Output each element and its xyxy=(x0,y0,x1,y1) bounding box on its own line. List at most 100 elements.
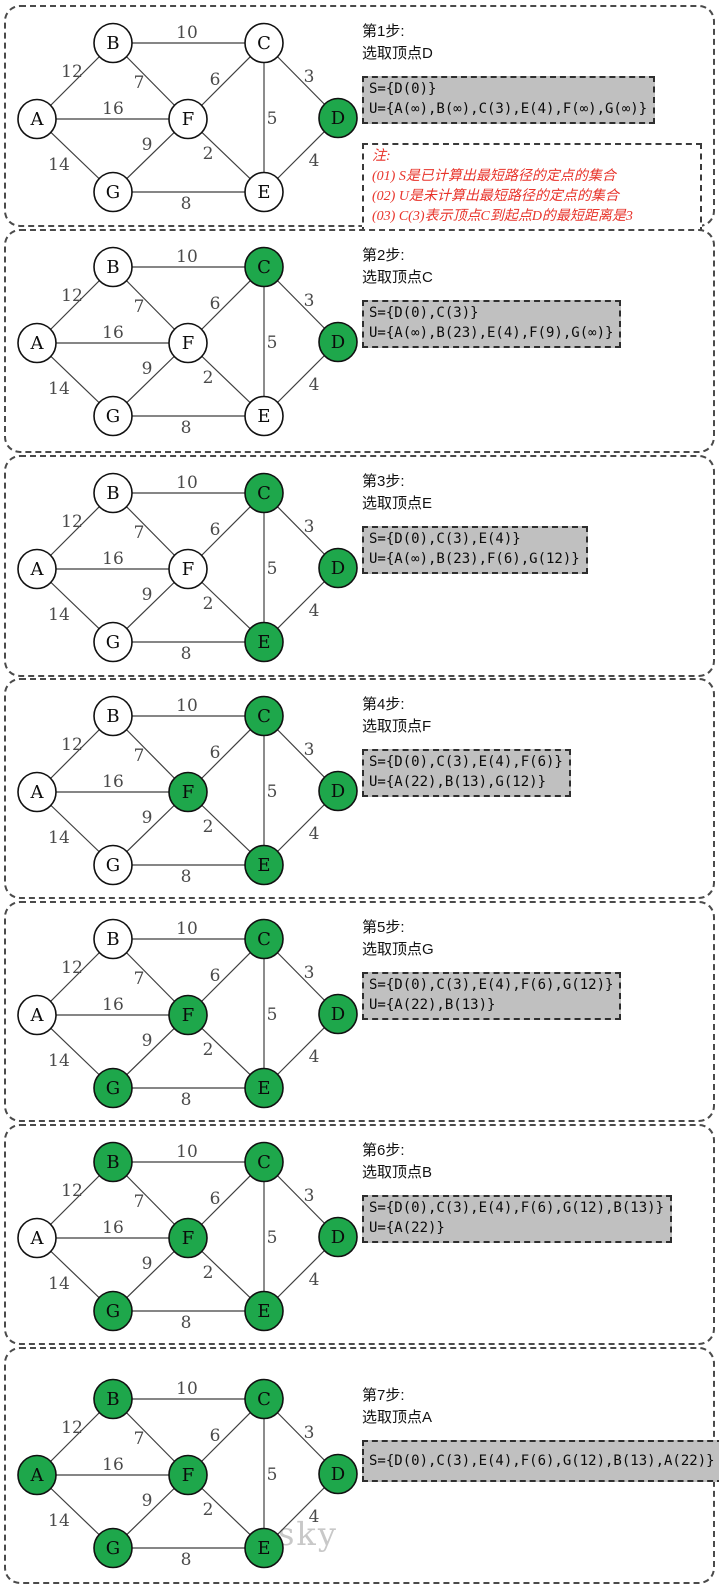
note-title: 注: xyxy=(372,149,391,164)
edge-weight-label-DE: 4 xyxy=(309,1270,320,1290)
edge-weight-label-FG: 9 xyxy=(142,1491,153,1511)
edge-weight-label-EG: 8 xyxy=(181,644,192,664)
edge-weight-label-FG: 9 xyxy=(142,1031,153,1051)
step-subtitle: 选取顶点G xyxy=(362,941,434,958)
graph-node-G xyxy=(93,844,133,886)
step-title: 第5步: xyxy=(362,919,405,936)
graph-node-label-G: G xyxy=(106,182,120,203)
graph-node-label-E: E xyxy=(257,632,270,653)
graph-node-A xyxy=(17,322,57,364)
graph-node-label-B: B xyxy=(106,706,119,727)
edge-weight-label-DE: 4 xyxy=(309,824,320,844)
graph-node-E xyxy=(244,1067,284,1109)
edge-weight-label-AG: 14 xyxy=(48,155,70,175)
graph-node-A xyxy=(17,771,57,813)
edge-weight-label-FG: 9 xyxy=(142,808,153,828)
graph-node-label-G: G xyxy=(106,1078,120,1099)
graph-node-B xyxy=(93,918,133,960)
graph-node-label-E: E xyxy=(257,1301,270,1322)
edge-weight-label-AB: 12 xyxy=(61,735,83,755)
step-info: 第3步: 选取顶点E S={D(0),C(3),E(4)} U={A(∞),B(… xyxy=(362,471,712,574)
watermark: sky xyxy=(278,1515,338,1553)
step-title: 第4步: xyxy=(362,696,405,713)
edge-weight-label-EF: 2 xyxy=(203,144,214,164)
graph-node-label-D: D xyxy=(331,558,345,579)
step-info: 第5步: 选取顶点G S={D(0),C(3),E(4),F(6),G(12)}… xyxy=(362,917,712,1020)
graph-node-label-D: D xyxy=(331,1004,345,1025)
step-subtitle: 选取顶点F xyxy=(362,718,432,735)
graph-node-E xyxy=(244,395,284,437)
edge-weight-label-DE: 4 xyxy=(309,375,320,395)
edge-weight-label-AG: 14 xyxy=(48,1274,70,1294)
step-subtitle: 选取顶点A xyxy=(362,1409,433,1426)
graph-node-label-E: E xyxy=(257,1078,270,1099)
graph-node-label-F: F xyxy=(182,1465,195,1486)
graph-node-label-B: B xyxy=(106,929,119,950)
step-title: 第3步: xyxy=(362,473,405,490)
graph-node-B xyxy=(93,22,133,64)
note-line: (02) U是未计算出最短路径的定点的集合 xyxy=(372,189,619,204)
set-box: S={D(0)} U={A(∞),B(∞),C(3),E(4),F(∞),G(∞… xyxy=(362,76,656,124)
edge-weight-label-CE: 5 xyxy=(267,333,278,353)
step-info: 第6步: 选取顶点B S={D(0),C(3),E(4),F(6),G(12),… xyxy=(362,1140,712,1243)
graph-node-label-G: G xyxy=(106,855,120,876)
graph-node-G xyxy=(93,1527,133,1569)
edge-weight-label-EF: 2 xyxy=(203,1500,214,1520)
set-box: S={D(0),C(3),E(4)} U={A(∞),B(23),F(6),G(… xyxy=(362,526,588,574)
graph-node-A xyxy=(17,98,57,140)
edge-weight-label-CF: 6 xyxy=(210,743,221,763)
graph-node-label-F: F xyxy=(182,333,195,354)
edge-weight-label-CE: 5 xyxy=(267,1005,278,1025)
edge-weight-label-CD: 3 xyxy=(304,67,315,87)
graph-node-C xyxy=(244,918,284,960)
graph-node-label-C: C xyxy=(257,929,271,950)
graph-node-label-E: E xyxy=(257,855,270,876)
graph-node-label-D: D xyxy=(331,1464,345,1485)
graph-node-label-A: A xyxy=(30,1465,45,1486)
graph-node-label-C: C xyxy=(257,706,271,727)
edge-weight-label-AB: 12 xyxy=(61,512,83,532)
step-title: 第1步: xyxy=(362,23,405,40)
edge-weight-label-CE: 5 xyxy=(267,1465,278,1485)
edge-weight-label-DE: 4 xyxy=(309,1507,320,1527)
graph-node-G xyxy=(93,395,133,437)
edge-weight-label-DE: 4 xyxy=(309,1047,320,1067)
graph-node-E xyxy=(244,1527,284,1569)
step-title: 第6步: xyxy=(362,1142,405,1159)
s-set-value: S={D(0),C(3),E(4),F(6),G(12),B(13)} xyxy=(369,1200,665,1216)
graph-node-F xyxy=(168,994,208,1036)
edge-weight-label-AG: 14 xyxy=(48,828,70,848)
step-subtitle: 选取顶点C xyxy=(362,269,433,286)
edge-weight-label-CD: 3 xyxy=(304,740,315,760)
edge-weight-label-CF: 6 xyxy=(210,1426,221,1446)
graph-node-label-C: C xyxy=(257,483,271,504)
graph-node-C xyxy=(244,22,284,64)
set-box: S={D(0),C(3),E(4),F(6)} U={A(22),B(13),G… xyxy=(362,749,571,797)
graph-node-label-A: A xyxy=(30,782,45,803)
edge-weight-label-BC: 10 xyxy=(176,247,198,267)
u-set-value: U={A(22),B(13),G(12)} xyxy=(369,774,547,790)
edge-weight-label-AG: 14 xyxy=(48,1511,70,1531)
edge-weight-label-AB: 12 xyxy=(61,958,83,978)
graph-node-label-B: B xyxy=(106,1152,119,1173)
edge-weight-label-EG: 8 xyxy=(181,418,192,438)
s-set-value: S={D(0),C(3)} xyxy=(369,305,479,321)
edge-weight-label-CF: 6 xyxy=(210,294,221,314)
edge-weight-label-CE: 5 xyxy=(267,1228,278,1248)
graph-node-label-A: A xyxy=(30,109,45,130)
graph-node-G xyxy=(93,621,133,663)
edge-weight-label-CF: 6 xyxy=(210,1189,221,1209)
graph-node-A xyxy=(17,1454,57,1496)
edge-weight-label-EG: 8 xyxy=(181,194,192,214)
graph-node-G xyxy=(93,171,133,213)
edge-weight-label-CD: 3 xyxy=(304,517,315,537)
graph-node-label-B: B xyxy=(106,257,119,278)
edge-weight-label-BC: 10 xyxy=(176,919,198,939)
